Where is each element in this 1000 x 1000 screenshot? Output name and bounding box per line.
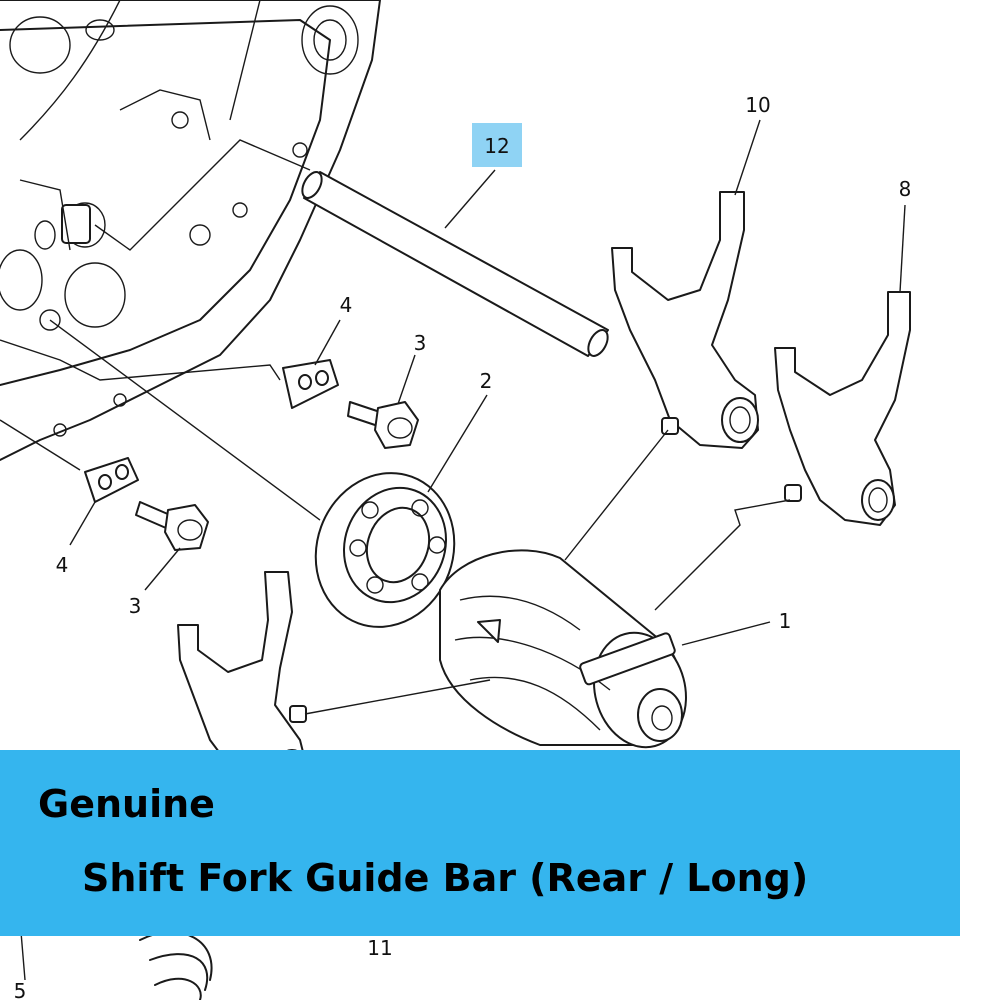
callout-label-4-lower: 4 [56,553,69,577]
callout-label-3-upper: 3 [414,331,427,355]
part-2-bearing [314,394,488,628]
callout-label-1: 1 [779,609,792,633]
part-4-stopper-plate-lower [69,457,139,546]
callout-label-8: 8 [899,177,912,201]
part-3-bolt-lower [135,501,209,591]
crankcase-housing [0,0,381,461]
callout-label-12: 12 [484,134,509,158]
part-3-bolt-upper [347,354,419,449]
callout-label-5: 5 [14,979,27,1000]
callout-label-2: 2 [480,369,493,393]
banner-product-name: Shift Fork Guide Bar (Rear / Long) [82,856,809,900]
callout-12-highlight [472,123,522,167]
callout-label-3-lower: 3 [129,594,142,618]
callout-label-10: 10 [745,93,770,117]
banner-genuine-label: Genuine [38,782,215,826]
part-12-guide-bar-long [301,169,609,357]
callout-label-4-upper: 4 [340,293,353,317]
product-title-banner [0,750,960,936]
part-4-stopper-plate-upper [282,319,341,409]
callout-label-11: 11 [367,936,392,960]
part-10-shift-fork [611,119,761,449]
part-8-shift-fork [774,204,911,526]
part-1-shift-drum [439,549,771,749]
